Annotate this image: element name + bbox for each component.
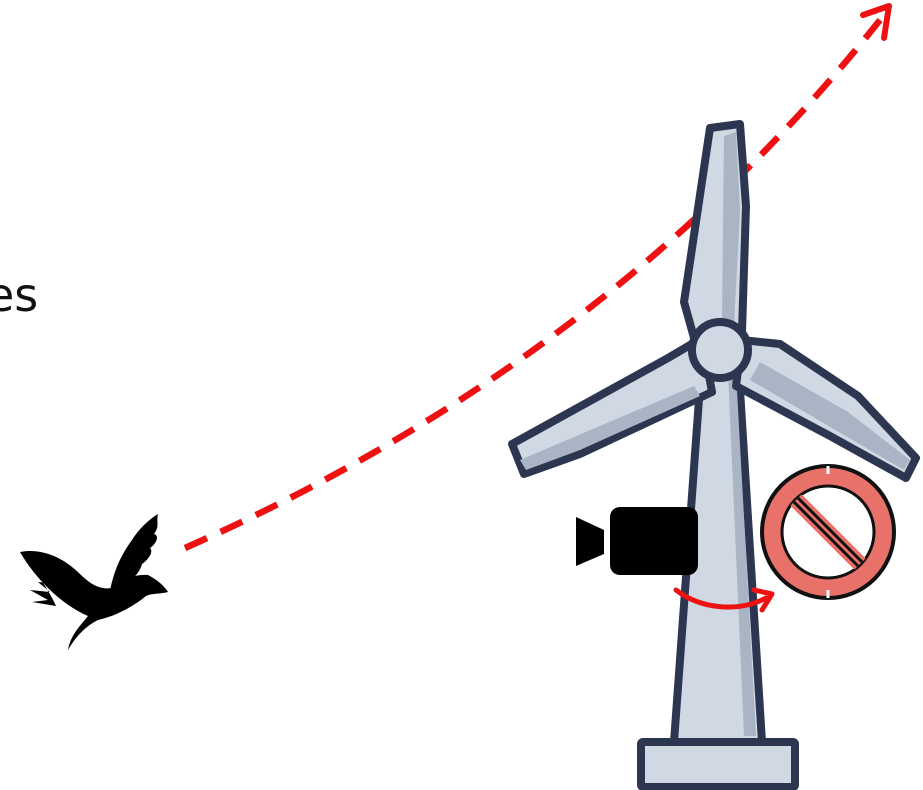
video-camera-icon	[576, 507, 698, 575]
wind-turbine-icon	[512, 124, 916, 787]
turbine-hub	[692, 322, 748, 378]
no-entry-icon	[762, 466, 894, 598]
bird-silhouette-icon	[20, 514, 168, 650]
turbine-base	[641, 742, 795, 787]
